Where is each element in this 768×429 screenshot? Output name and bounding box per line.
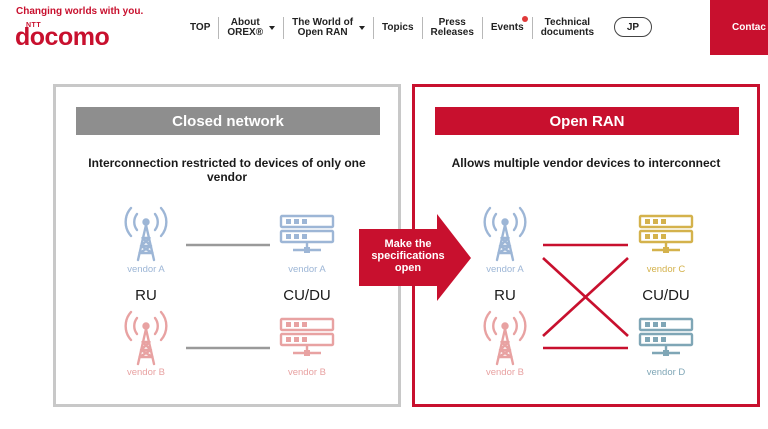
site-header: Changing worlds with you. NTT docomo TOP… (0, 0, 768, 55)
closed-cu-vendor-a-label: vendor A (288, 264, 326, 275)
arrow-label: Make the specifications open (371, 238, 445, 274)
nav-press-releases[interactable]: Press Releases (421, 17, 482, 39)
main-nav: TOP About OREX® The World of Open RAN To… (182, 12, 602, 44)
nav-topics-label: Topics (382, 22, 414, 33)
chevron-down-icon (269, 26, 276, 30)
open-cu-vendor-d-label: vendor D (646, 367, 686, 378)
nav-top[interactable]: TOP (182, 17, 218, 39)
antenna-tower-icon (124, 206, 168, 262)
nav-events-label: Events (490, 22, 524, 33)
server-icon (279, 214, 335, 255)
closed-network-description-text: Interconnection restricted to devices of… (88, 156, 366, 184)
closed-ru-vendor-a-label: vendor A (127, 264, 165, 275)
open-ru-vendor-a-label: vendor A (486, 264, 524, 275)
tagline: Changing worlds with you. (16, 6, 144, 17)
open-ran-description-text: Allows multiple vendor devices to interc… (451, 156, 721, 170)
brand-prefix: NTT (26, 22, 42, 29)
notification-dot-icon (521, 16, 528, 22)
nav-events[interactable]: Events (481, 16, 532, 39)
closed-cu-vendor-b-label: vendor B (287, 367, 327, 378)
contact-button[interactable]: Contac (710, 0, 768, 55)
link-line (542, 257, 629, 337)
antenna-tower-icon (483, 310, 527, 366)
nav-top-label: TOP (190, 22, 211, 33)
open-ran-panel: Open RAN Allows multiple vendor devices … (412, 84, 760, 407)
server-icon (279, 317, 335, 358)
nav-technical-documents[interactable]: Technical documents (531, 17, 602, 39)
arrow-right-icon (359, 214, 471, 301)
open-ru-label: RU (494, 287, 516, 304)
chevron-down-icon (359, 26, 366, 30)
docomo-logo[interactable]: docomo (15, 23, 110, 51)
closed-ru-label: RU (135, 287, 157, 304)
closed-ru-vendor-b-label: vendor B (126, 367, 166, 378)
open-ru-vendor-b-label: vendor B (485, 367, 525, 378)
nav-world-of-open-ran[interactable]: The World of Open RAN (283, 17, 373, 39)
server-icon (638, 214, 694, 255)
closed-network-title: Closed network (76, 107, 380, 135)
nav-press-releases-label: Press Releases (430, 17, 474, 38)
antenna-tower-icon (124, 310, 168, 366)
nav-technical-documents-label: Technical documents (540, 17, 595, 38)
open-cu-label: CU/DU (642, 287, 690, 304)
nav-world-of-open-ran-label: The World of Open RAN (292, 17, 354, 38)
open-cu-vendor-c-label: vendor C (646, 264, 686, 275)
closed-network-panel: Closed network Interconnection restricte… (53, 84, 401, 407)
nav-about-orex[interactable]: About OREX® (218, 17, 283, 39)
nav-about-orex-label: About OREX® (227, 17, 264, 38)
closed-network-description: Interconnection restricted to devices of… (56, 156, 398, 184)
nav-topics[interactable]: Topics (373, 17, 421, 39)
server-icon (638, 317, 694, 358)
closed-cu-label: CU/DU (283, 287, 331, 304)
open-ran-description: Allows multiple vendor devices to interc… (415, 156, 757, 170)
language-button[interactable]: JP (614, 17, 652, 37)
antenna-tower-icon (483, 206, 527, 262)
open-ran-title: Open RAN (435, 107, 739, 135)
